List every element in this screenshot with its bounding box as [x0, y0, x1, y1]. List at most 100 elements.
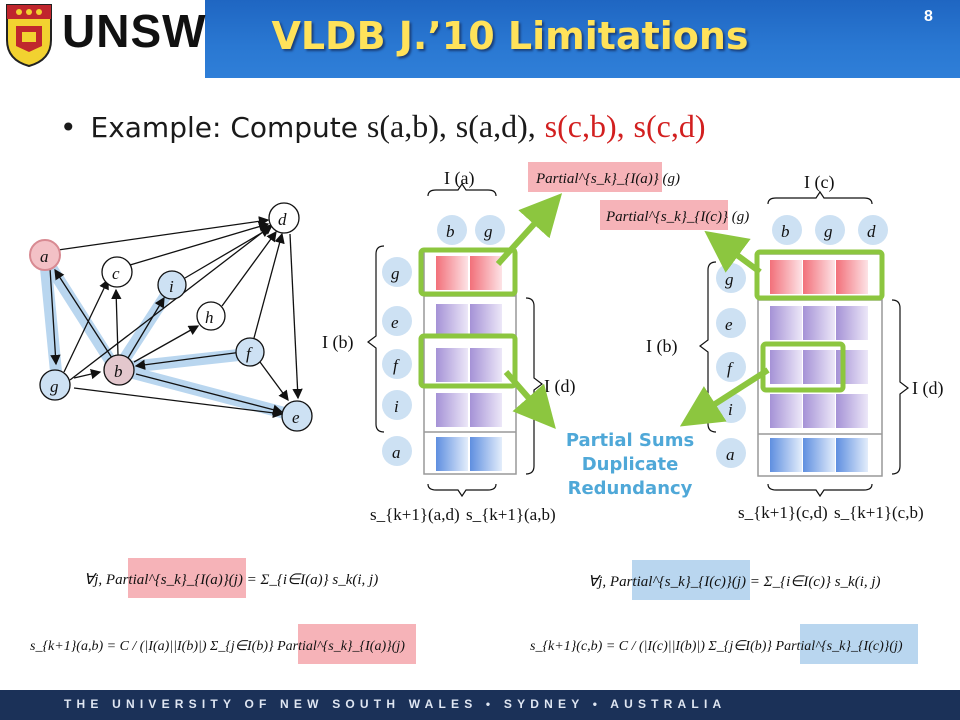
right-top-group-label: I (c) [804, 172, 834, 193]
right-row-g: g [716, 263, 746, 293]
partial-a-label: Partial^{s_k}_{I(a)} (g) [535, 171, 680, 187]
page-number: 8 [924, 8, 933, 25]
left-highlight-top [418, 247, 518, 297]
graph-panel [20, 196, 324, 441]
left-ib-label: I (b) [322, 332, 353, 353]
formula-right-partial: ∀j, Partial^{s_k}_{I(c)}(j) = Σ_{i∈I(c)}… [588, 574, 881, 590]
left-id-brace [525, 297, 543, 475]
pair-cd: s(c,d) [633, 108, 706, 144]
left-col-b: b [437, 215, 467, 245]
left-row-e: e [382, 306, 412, 336]
annotation: Partial Sums Duplicate Redundancy [566, 430, 694, 499]
node-a: a [29, 239, 61, 271]
partial-c-box [600, 200, 728, 230]
svg-text:d: d [867, 222, 876, 241]
svg-text:e: e [725, 315, 733, 334]
svg-text:i: i [728, 400, 733, 419]
node-e: e [281, 400, 313, 432]
svg-text:e: e [292, 408, 300, 427]
node-b: b [103, 354, 135, 386]
formulas: ∀j, Partial^{s_k}_{I(a)}(j) = Σ_{i∈I(a)}… [30, 558, 918, 664]
svg-text:a: a [392, 443, 401, 462]
left-top-group-label: I (a) [444, 168, 474, 189]
svg-text:i: i [394, 397, 399, 416]
logo-text: UNSW [62, 5, 207, 57]
formula-right-partial-box [632, 560, 750, 600]
bullet-line: • Example: Compute s(a,b), s(a,d), s(c,b)… [60, 108, 706, 145]
node-g: g [39, 369, 71, 401]
annotation-line1: Partial Sums [566, 430, 694, 451]
svg-text:d: d [278, 210, 287, 229]
left-row-g: g [382, 257, 412, 287]
svg-text:g: g [484, 222, 493, 241]
bullet-dot: • [60, 111, 77, 144]
svg-text:g: g [50, 377, 59, 396]
formula-left-partial-box [128, 558, 246, 598]
right-highlight-top [754, 249, 885, 301]
svg-text:b: b [446, 222, 455, 241]
right-id-label: I (d) [912, 378, 943, 399]
svg-text:b: b [781, 222, 790, 241]
right-ib-label: I (b) [646, 336, 677, 357]
node-f: f [235, 337, 265, 367]
svg-text:b: b [114, 362, 123, 381]
svg-text:f: f [727, 359, 734, 378]
formula-left-sim-box [298, 624, 416, 664]
svg-text:i: i [169, 277, 174, 296]
svg-text:f: f [246, 344, 253, 363]
right-col-d: d [858, 215, 888, 245]
node-c: c [101, 256, 133, 288]
node-i: i [157, 270, 187, 300]
partial-a-box [528, 162, 662, 192]
left-top-brace [427, 182, 497, 197]
svg-text:a: a [726, 445, 735, 464]
right-col-g: g [815, 215, 845, 245]
partial-c-label: Partial^{s_k}_{I(c)} (g) [605, 209, 749, 225]
left-id-label: I (d) [544, 376, 575, 397]
left-bottom-label-ad: s_{k+1}(a,d) [370, 505, 460, 524]
right-row-f: f [716, 352, 746, 382]
bullet-prefix: Example: Compute [90, 111, 367, 144]
formula-left-partial: ∀j, Partial^{s_k}_{I(a)}(j) = Σ_{i∈I(a)}… [84, 572, 378, 588]
left-ib-brace [367, 245, 385, 433]
formula-left-sim: s_{k+1}(a,b) = C / (|I(a)||I(b)|) Σ_{j∈I… [30, 639, 405, 654]
left-row-f: f [382, 349, 412, 379]
right-row-a: a [716, 438, 746, 468]
right-matrix: Partial^{s_k}_{I(c)} (g) I (c) b g d g e… [600, 172, 943, 522]
svg-text:a: a [40, 247, 49, 266]
left-matrix: I (a) b g g e f i a I (b) I (d) s_{k+1}(… [322, 162, 680, 524]
pair-cb: s(c,b), [544, 108, 625, 144]
unsw-crest-icon [6, 4, 52, 68]
pair-ab: s(a,b), [366, 108, 447, 144]
annotation-line2: Duplicate [582, 454, 679, 475]
left-row-a: a [382, 436, 412, 466]
left-highlight-mid [418, 333, 518, 389]
node-h: h [196, 301, 226, 331]
svg-text:g: g [391, 264, 400, 283]
node-d: d [268, 202, 300, 234]
right-bottom-label-cb: s_{k+1}(c,b) [834, 503, 924, 522]
svg-text:g: g [725, 270, 734, 289]
svg-text:g: g [824, 222, 833, 241]
left-col-g: g [475, 215, 505, 245]
graph-edges [49, 216, 303, 419]
footer-text: THE UNIVERSITY OF NEW SOUTH WALES • SYDN… [64, 697, 727, 711]
left-row-i: i [382, 390, 412, 420]
annotation-line3: Redundancy [568, 478, 693, 499]
right-bottom-label-cd: s_{k+1}(c,d) [738, 503, 828, 522]
graph: a c i d h f g b e [20, 196, 324, 441]
footer-bar [0, 690, 960, 720]
svg-text:e: e [391, 313, 399, 332]
right-highlight-mid [760, 341, 846, 393]
formula-right-sim-box [800, 624, 918, 664]
pair-ad: s(a,d), [455, 108, 536, 144]
svg-text:f: f [393, 356, 400, 375]
right-col-b: b [772, 215, 802, 245]
slide-title: VLDB J.’10 Limitations [271, 14, 749, 58]
svg-text:h: h [205, 308, 214, 327]
diagram-canvas: a c i d h f g b e I (a) b g g e f i a [20, 162, 944, 664]
formula-right-sim: s_{k+1}(c,b) = C / (|I(c)||I(b)|) Σ_{j∈I… [530, 639, 903, 654]
left-bottom-label-ab: s_{k+1}(a,b) [466, 505, 556, 524]
right-row-e: e [716, 308, 746, 338]
svg-text:c: c [112, 264, 120, 283]
